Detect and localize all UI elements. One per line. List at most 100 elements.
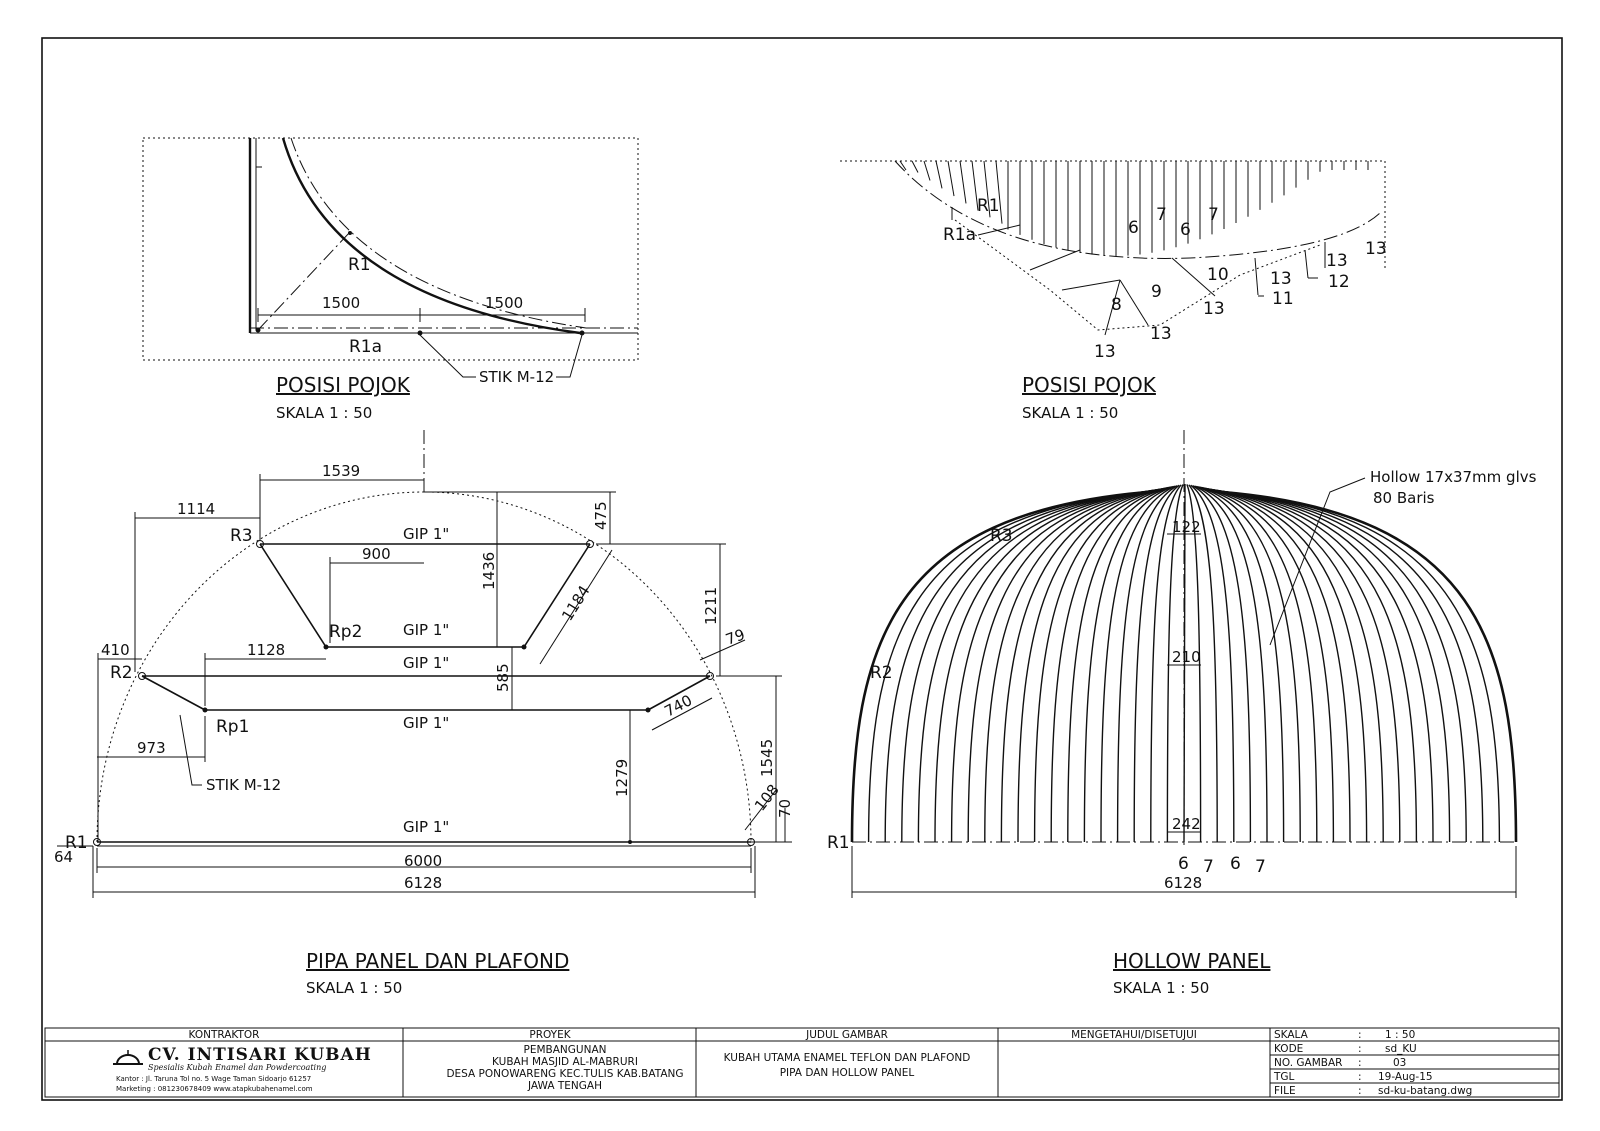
view-scale: SKALA 1 : 50 — [306, 979, 402, 997]
label-stik: STIK M-12 — [479, 368, 554, 386]
label-gip-base: GIP 1" — [403, 818, 449, 836]
hollow-rib — [1067, 486, 1172, 843]
hollow-rib — [884, 490, 1151, 843]
company-name: CV. INTISARI KUBAH — [148, 1045, 372, 1065]
label-r1: R1 — [827, 833, 850, 853]
view-scale: SKALA 1 : 50 — [1113, 979, 1209, 997]
hollow-ribs — [850, 483, 1518, 843]
hollow-rib — [917, 489, 1155, 843]
detail-frame — [142, 137, 639, 361]
view-scale: SKALA 1 : 50 — [1022, 404, 1118, 422]
hollow-rib — [1217, 490, 1467, 843]
label-r2: R2 — [110, 663, 133, 683]
label-stik: STIK M-12 — [206, 776, 281, 794]
dim-122: 122 — [1172, 518, 1201, 536]
panel-no-7a: 7 — [1156, 205, 1167, 225]
panel-no-13d: 13 — [1270, 269, 1292, 289]
hollow-panel-view: R1 R2 R3 122 210 242 6128 6 7 6 7 Hollow… — [827, 430, 1537, 997]
company-marketing: Marketing : 081230678409 www.atapkubahen… — [116, 1085, 313, 1093]
panel-no-6a: 6 — [1178, 854, 1189, 874]
project-line-1: PEMBANGUNAN — [524, 1044, 607, 1056]
company-tagline: Spesialis Kubah Enamel dan Powdercoating — [148, 1063, 326, 1072]
sheet-border — [41, 37, 1563, 1101]
hollow-rib — [1033, 486, 1169, 843]
label-r1: R1 — [977, 196, 1000, 216]
hollow-rib — [1150, 484, 1182, 843]
info-value-kode: sd_KU — [1385, 1043, 1417, 1055]
header-judul: JUDUL GAMBAR — [805, 1029, 888, 1041]
info-key-no-gambar: NO. GAMBAR — [1274, 1057, 1342, 1069]
dim-1500-b: 1500 — [485, 294, 523, 312]
svg-text::: : — [1358, 1085, 1362, 1097]
panel-no-7a: 7 — [1203, 857, 1214, 877]
dim-1436: 1436 — [480, 552, 498, 590]
panel-no-9: 9 — [1151, 282, 1162, 302]
hollow-rib — [1211, 488, 1418, 843]
label-r2: R2 — [870, 663, 893, 683]
hollow-rib — [1221, 490, 1501, 843]
label-r1: R1 — [348, 255, 371, 275]
info-value-tgl: 19-Aug-15 — [1378, 1071, 1433, 1083]
dim-1539: 1539 — [322, 462, 360, 480]
dim-1128: 1128 — [247, 641, 285, 659]
dim-410: 410 — [101, 641, 130, 659]
hollow-rib — [1219, 490, 1484, 843]
dim-585: 585 — [494, 663, 512, 692]
header-kontraktor: KONTRAKTOR — [189, 1029, 260, 1041]
dim-1500-a: 1500 — [322, 294, 360, 312]
info-key-file: FILE — [1274, 1085, 1296, 1097]
hollow-rib — [1017, 487, 1167, 843]
dim-1211: 1211 — [702, 587, 720, 625]
dim-6128: 6128 — [1164, 874, 1202, 892]
dim-1545: 1545 — [758, 739, 776, 777]
label-r1: R1 — [65, 833, 88, 853]
hollow-rib — [950, 488, 1159, 843]
dim-900: 900 — [362, 545, 391, 563]
hollow-rib — [934, 489, 1157, 843]
dim-6000: 6000 — [404, 852, 442, 870]
label-rp1: Rp1 — [216, 717, 249, 737]
label-gip-rp1: GIP 1" — [403, 714, 449, 732]
svg-text::: : — [1358, 1057, 1362, 1069]
dim-70: 70 — [776, 799, 794, 818]
project-line-4: JAWA TENGAH — [527, 1080, 602, 1092]
hollow-rib — [1196, 485, 1285, 843]
panel-no-8: 8 — [1111, 295, 1122, 315]
hollow-rib — [1215, 489, 1451, 843]
label-gip-rp2: GIP 1" — [403, 621, 449, 639]
label-r1a: R1a — [943, 225, 976, 245]
hollow-rib — [1083, 485, 1174, 843]
hollow-rib — [1205, 487, 1368, 843]
hollow-rib — [1192, 484, 1252, 843]
hollow-rib — [1183, 483, 1186, 843]
panel-no-6b: 6 — [1230, 854, 1241, 874]
panel-no-7b: 7 — [1208, 205, 1219, 225]
svg-text::: : — [1358, 1071, 1362, 1083]
view-title: POSISI POJOK — [1022, 373, 1157, 397]
hollow-rib — [971, 160, 979, 211]
hollow-rib — [947, 160, 955, 197]
hollow-rib — [1188, 484, 1218, 843]
label-gip-top: GIP 1" — [403, 525, 449, 543]
drawing-title-1: KUBAH UTAMA ENAMEL TEFLON DAN PLAFOND — [724, 1052, 971, 1064]
hollow-rib — [1186, 484, 1202, 843]
panel-no-13f: 13 — [1365, 239, 1387, 259]
hollow-rib — [1166, 484, 1184, 843]
dim-6128: 6128 — [404, 874, 442, 892]
view-title: POSISI POJOK — [276, 373, 411, 397]
dim-210: 210 — [1172, 648, 1201, 666]
dim-79: 79 — [723, 625, 747, 648]
dim-64: 64 — [54, 848, 73, 866]
note-hollow-size: Hollow 17x37mm glvs — [1370, 468, 1537, 486]
panel-no-13a: 13 — [1094, 342, 1116, 362]
hollow-rib — [1209, 488, 1401, 843]
dim-973: 973 — [137, 739, 166, 757]
title-block: KONTRAKTOR PROYEK JUDUL GAMBAR MENGETAHU… — [44, 1027, 1560, 1098]
hollow-rib — [1203, 487, 1351, 843]
header-mengetahui: MENGETAHUI/DISETUJUI — [1071, 1029, 1197, 1041]
label-rp2: Rp2 — [329, 622, 362, 642]
hollow-rib — [984, 488, 1163, 843]
info-key-tgl: TGL — [1273, 1071, 1295, 1083]
hollow-rib — [1116, 484, 1178, 843]
panel-no-12: 12 — [1328, 272, 1350, 292]
